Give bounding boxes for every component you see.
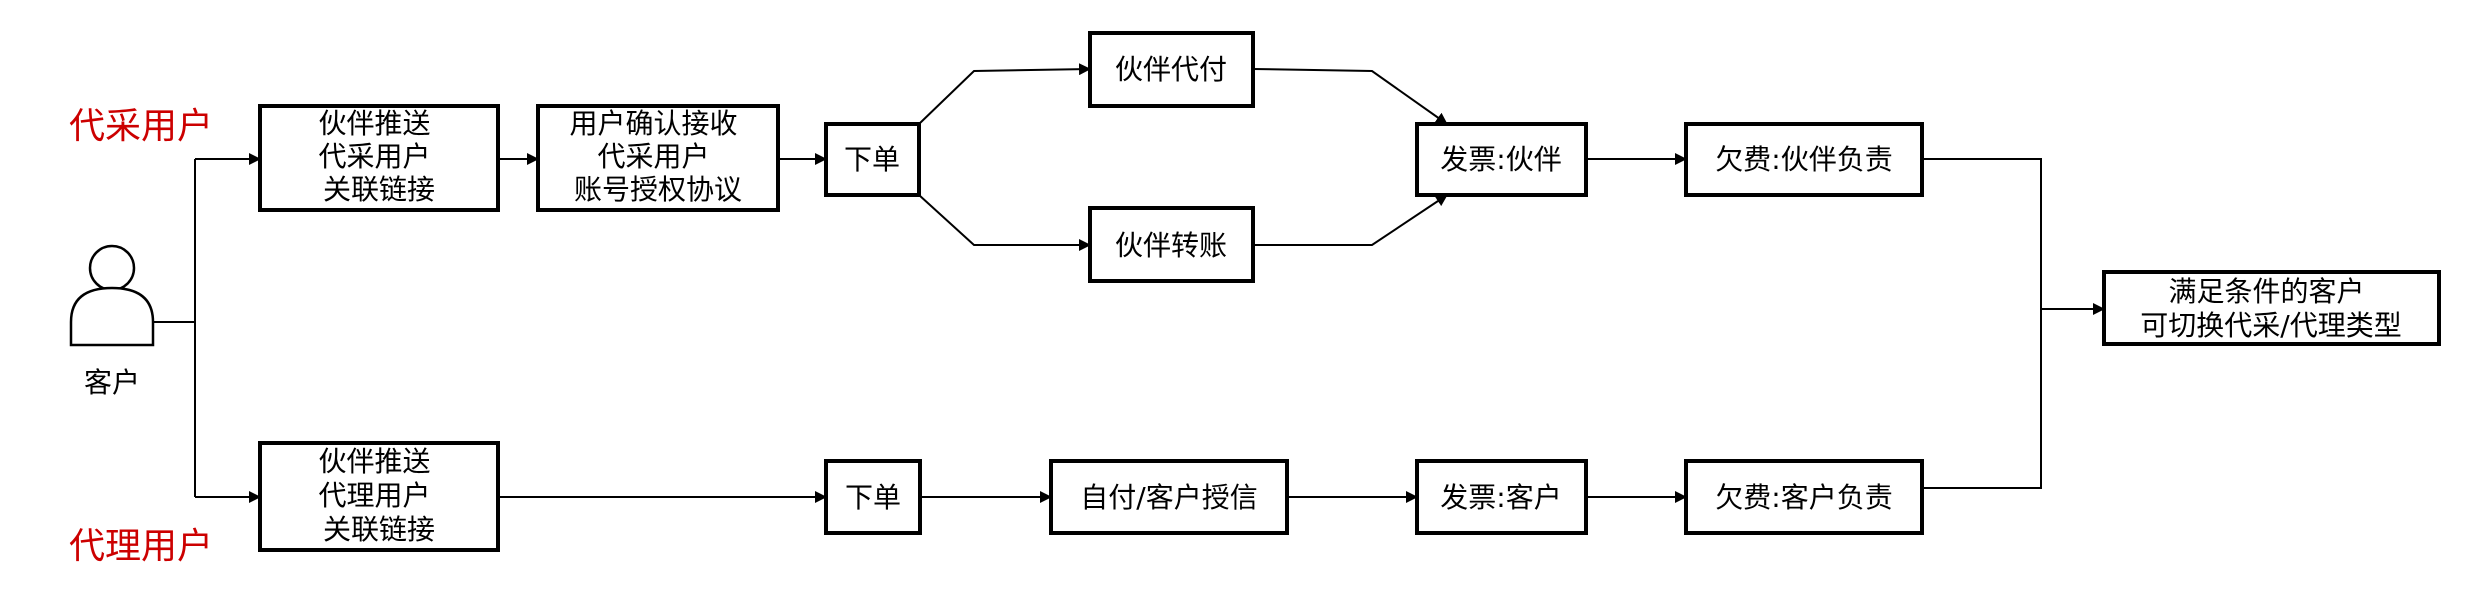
svg-text:满足条件的客户 可切换代采/代理类型: 满足条件的客户 可切换代采/代理类型 [2140, 275, 2401, 342]
section-title-bottom: 代理用户 [69, 526, 213, 567]
node-text-line: 满足条件的客户 [2169, 275, 2365, 308]
svg-text:发票:客户: 发票:客户 [1440, 481, 1561, 514]
node-user-confirm: 用户确认接收 代采用户 账号授权协议 [536, 104, 780, 212]
svg-text:伙伴代付: 伙伴代付 [1115, 53, 1227, 86]
node-partner-push-top: 伙伴推送 代采用户 关联链接 [258, 104, 500, 212]
node-text-line: 伙伴推送 [319, 445, 431, 478]
node-text-line: 账号授权协议 [574, 173, 742, 206]
node-text-line: 关联链接 [323, 173, 435, 206]
node-partner-transfer: 伙伴转账 [1088, 206, 1255, 283]
node-self-pay: 自付/客户授信 [1049, 459, 1289, 535]
edge-merge [1922, 158, 2042, 489]
node-text-line: 可切换代采/代理类型 [2140, 309, 2401, 342]
node-arrears-partner: 欠费:伙伴负责 [1684, 122, 1924, 197]
svg-text:欠费:伙伴负责: 欠费:伙伴负责 [1715, 143, 1892, 176]
svg-text:欠费:客户负责: 欠费:客户负责 [1715, 481, 1892, 514]
node-text-line: 代采用户 [598, 140, 710, 173]
connectors [153, 63, 2105, 503]
node-text-line: 代理用户 [319, 479, 431, 512]
node-partner-pay: 伙伴代付 [1088, 31, 1255, 108]
svg-text:伙伴推送 代理用户 关联链接: 伙伴推送 代理用户 关联链接 [319, 445, 440, 546]
svg-text:用户确认接收 代采用户 账号授权协议: 用户确认接收 代采用户 账号授权协议 [570, 107, 747, 206]
node-partner-push-bottom: 伙伴推送 代理用户 关联链接 [258, 441, 500, 552]
node-invoice-customer: 发票:客户 [1415, 459, 1588, 535]
edge-actor-branch [153, 159, 196, 497]
node-place-order-top: 下单 [824, 122, 921, 197]
actor-label: 客户 [84, 366, 140, 399]
svg-text:伙伴推送 代采用户 关联链接: 伙伴推送 代采用户 关联链接 [319, 107, 440, 206]
node-place-order-bottom: 下单 [824, 459, 922, 535]
person-icon [69, 244, 155, 347]
section-title-top: 代采用户 [69, 106, 213, 147]
edge-partner-transfer-invoice [1253, 194, 1448, 246]
svg-text:发票:伙伴: 发票:伙伴 [1440, 143, 1561, 176]
node-result: 满足条件的客户 可切换代采/代理类型 [2102, 270, 2441, 346]
svg-text:下单: 下单 [845, 481, 901, 514]
node-arrears-customer: 欠费:客户负责 [1684, 459, 1924, 535]
edge-order-partner-transfer [918, 194, 1091, 251]
svg-text:下单: 下单 [844, 143, 900, 176]
node-invoice-partner: 发票:伙伴 [1415, 122, 1588, 197]
svg-text:自付/客户授信: 自付/客户授信 [1080, 481, 1257, 514]
node-text-line: 用户确认接收 [570, 107, 738, 140]
node-text-line: 关联链接 [323, 513, 435, 546]
edge-order-partner-pay [918, 63, 1091, 125]
svg-text:伙伴转账: 伙伴转账 [1115, 229, 1227, 262]
edge-partner-pay-invoice [1252, 68, 1448, 125]
node-text-line: 伙伴推送 [319, 107, 431, 140]
node-text-line: 代采用户 [319, 140, 431, 173]
